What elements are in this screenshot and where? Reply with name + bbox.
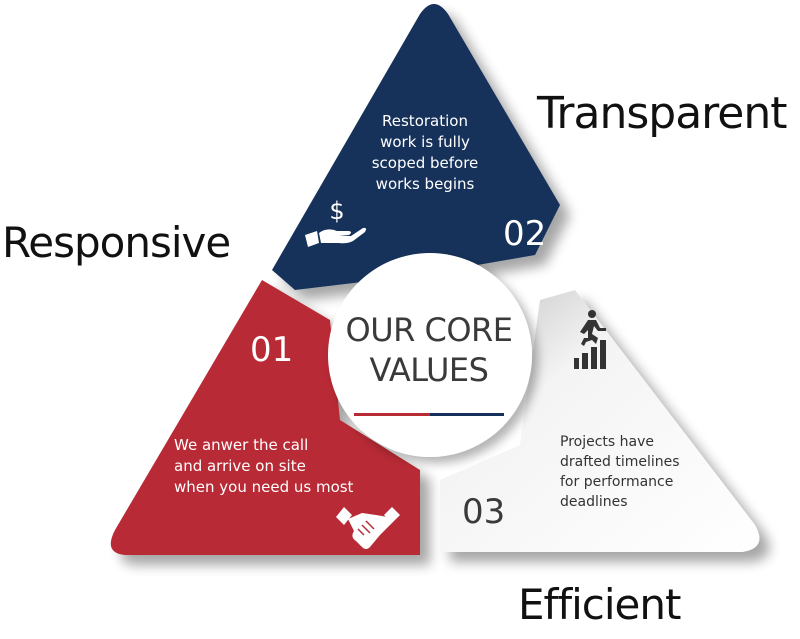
title-underline-navy	[430, 413, 504, 416]
center-title-line2: VALUES	[369, 351, 489, 389]
description-02: Restoration work is fully scoped before …	[340, 111, 510, 195]
description-03-line: for performance	[560, 474, 674, 490]
description-03-line: deadlines	[560, 494, 628, 510]
runner-growth-chart-icon	[574, 310, 606, 369]
description-02-line: work is fully	[380, 133, 470, 151]
dollar-hand-icon: $	[305, 197, 367, 247]
title-underline-red	[354, 413, 430, 416]
description-01-line: We anwer the call	[174, 436, 309, 454]
center-title: OUR CORE VALUES	[335, 310, 523, 390]
description-02-line: Restoration	[382, 112, 468, 130]
handshake-icon	[336, 507, 400, 549]
description-01-line: and arrive on site	[174, 457, 306, 475]
description-03: Projects have drafted timelines for perf…	[560, 432, 720, 512]
description-03-line: Projects have	[560, 434, 654, 450]
number-01: 01	[250, 330, 294, 370]
segment-02-transparent	[272, 4, 560, 290]
description-02-line: works begins	[375, 175, 475, 193]
segment-01-responsive	[110, 280, 420, 555]
center-title-line1: OUR CORE	[345, 311, 514, 349]
description-01: We anwer the call and arrive on site whe…	[174, 435, 414, 498]
number-03: 03	[462, 492, 506, 532]
label-responsive: Responsive	[2, 218, 231, 267]
svg-text:$: $	[329, 197, 344, 225]
center-circle	[328, 253, 532, 457]
number-02: 02	[503, 214, 547, 254]
segment-03-efficient	[440, 290, 760, 552]
label-transparent: Transparent	[537, 88, 787, 139]
description-01-line: when you need us most	[174, 478, 354, 496]
description-02-line: scoped before	[371, 154, 479, 172]
label-efficient: Efficient	[518, 580, 681, 629]
description-03-line: drafted timelines	[560, 454, 680, 470]
